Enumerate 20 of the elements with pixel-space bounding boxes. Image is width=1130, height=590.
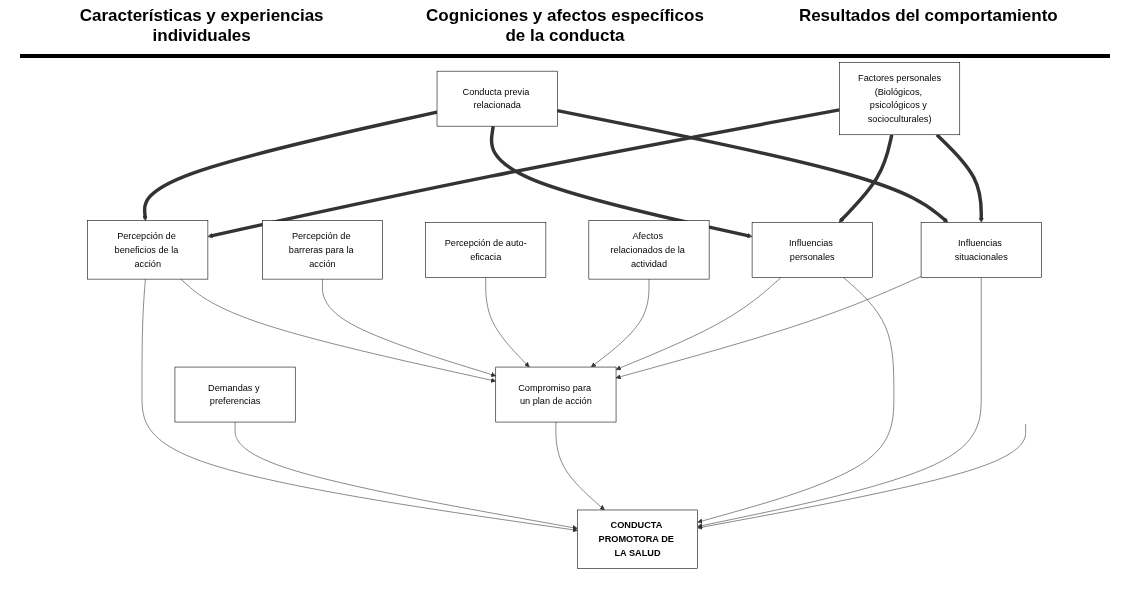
node-box: Influencias personales bbox=[751, 222, 873, 278]
node-box: Factores personales (Biológicos, psicológicos y socioculturales) bbox=[838, 62, 960, 136]
node-box: Conducta previa relacionada bbox=[436, 70, 558, 127]
node-box: Influencias situacionales bbox=[920, 222, 1042, 278]
node-box: Percepción de auto-eficacia bbox=[425, 222, 546, 278]
node-box: Compromiso para un plan de acción bbox=[495, 366, 617, 423]
node-box: Percepción de barreras para la acción bbox=[261, 220, 383, 280]
arrow bbox=[935, 133, 984, 223]
arrow bbox=[838, 134, 894, 223]
node-box: Afectos relacionados de la actividad bbox=[588, 220, 710, 280]
arrow bbox=[142, 110, 438, 221]
column-heading: Características y experiencias individuales bbox=[78, 6, 325, 46]
arrow bbox=[489, 125, 753, 239]
column-heading: Resultados del comportamiento bbox=[797, 6, 1059, 27]
node-box: Demandas y preferencias bbox=[174, 366, 296, 423]
arrow bbox=[207, 108, 840, 239]
node-box: Percepción de beneficios de la acción bbox=[87, 220, 208, 280]
column-heading: Cogniciones y afectos específicos de la conducta bbox=[425, 6, 705, 46]
node-box: CONDUCTA PROMOTORA DE LA SALUD bbox=[576, 509, 698, 569]
arrow bbox=[556, 108, 948, 223]
